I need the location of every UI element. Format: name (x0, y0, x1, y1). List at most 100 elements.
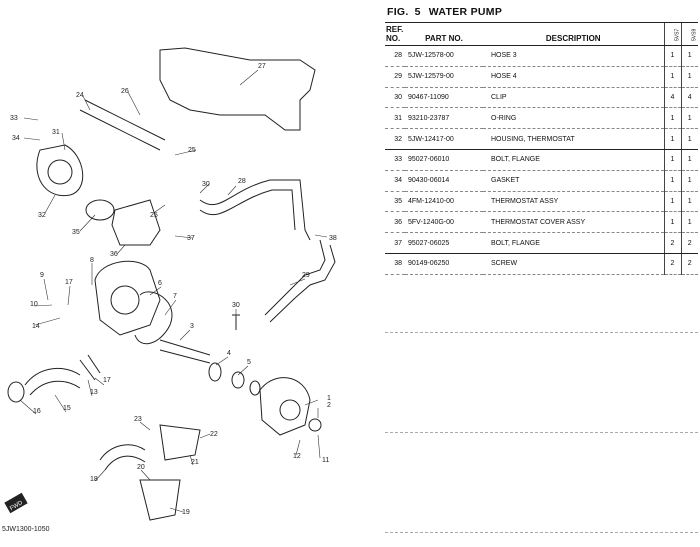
callout-2: 2 (327, 402, 331, 409)
row-part-no: 95027-06010 (405, 149, 483, 171)
part-15-hose (24, 367, 81, 396)
row-part-no: 90430-06014 (405, 170, 483, 192)
part-29-hose (264, 239, 336, 323)
callout-30a: 30 (202, 181, 210, 188)
callout-24: 24 (76, 92, 84, 99)
callout-labels: 1 2 3 4 5 6 7 8 9 10 11 12 13 14 15 16 1… (10, 63, 337, 516)
callout-4: 4 (227, 350, 231, 357)
row-part-no: 93210-23787 (405, 107, 483, 130)
row-description: BOLT, FLANGE (483, 149, 664, 171)
callout-18: 18 (90, 476, 98, 483)
part-6-pump-body (94, 260, 161, 336)
row-ref: 29 (385, 66, 405, 88)
callout-33: 33 (10, 115, 18, 122)
callout-38: 38 (329, 235, 337, 242)
callout-5: 5 (247, 359, 251, 366)
row-ref: 34 (385, 170, 405, 192)
row-description: CLIP (483, 87, 664, 109)
row-ref: 37 (385, 232, 405, 254)
row-part-no: 90149-06250 (405, 253, 483, 275)
row-qty-1: 1 (663, 128, 681, 150)
header-description: DESCRIPTION (483, 22, 664, 46)
callout-28: 28 (238, 178, 246, 185)
row-qty-1: 2 (663, 232, 681, 254)
callout-7: 7 (173, 293, 177, 300)
callout-25b: 25 (150, 212, 158, 219)
callout-32: 32 (38, 212, 46, 219)
part-32-thermostat-housing (36, 144, 84, 197)
callout-17b: 17 (103, 377, 111, 384)
blank-row-separator (385, 532, 698, 533)
row-qty-2: 1 (680, 149, 698, 171)
blank-row-separator (385, 332, 698, 333)
row-ref: 35 (385, 191, 405, 213)
row-qty-1: 1 (663, 191, 681, 213)
callout-12: 12 (293, 453, 301, 460)
callout-37: 37 (187, 235, 195, 242)
callout-17a: 17 (65, 279, 73, 286)
row-part-no: 5JW-12579-00 (405, 66, 483, 88)
part-13-pipe (79, 354, 101, 381)
callout-13: 13 (90, 389, 98, 396)
row-qty-2: 2 (680, 232, 698, 254)
diagram-code: 5JW1300-1050 (2, 526, 50, 533)
part-19-elbow (139, 479, 181, 521)
row-qty-1: 1 (663, 45, 681, 67)
part-7-gasket (134, 291, 173, 345)
parts-exploded-diagram: FWD 1 2 3 4 5 6 7 8 9 10 11 12 13 14 15 … (2, 47, 337, 533)
row-description: O-RING (483, 107, 664, 130)
row-qty-2: 2 (680, 253, 698, 275)
part-24-pipe (79, 99, 166, 151)
callout-35: 35 (72, 229, 80, 236)
callout-31: 31 (52, 129, 60, 136)
row-description: THERMOSTAT ASSY (483, 191, 664, 213)
table-header-row: REF. NO. PART NO. DESCRIPTION 5VS7 5VS9 (385, 22, 698, 46)
row-qty-1: 1 (663, 149, 681, 171)
callout-26: 26 (121, 88, 129, 95)
callout-19: 19 (182, 509, 190, 516)
callout-22: 22 (210, 431, 218, 438)
part-1-housing (259, 377, 311, 436)
row-ref: 32 (385, 128, 405, 150)
callout-34: 34 (12, 135, 20, 142)
row-qty-2: 1 (680, 191, 698, 213)
callout-8: 8 (90, 257, 94, 264)
header-part-no: PART NO. (405, 22, 483, 46)
row-description: GASKET (483, 170, 664, 192)
callout-29: 29 (302, 272, 310, 279)
row-description: THERMOSTAT COVER ASSY (483, 211, 664, 234)
part-28-hose (199, 179, 311, 241)
callout-6: 6 (158, 280, 162, 287)
callout-1: 1 (327, 395, 331, 402)
row-qty-2: 1 (680, 107, 698, 130)
row-part-no: 4FM-12410-00 (405, 191, 483, 213)
row-qty-1: 1 (663, 211, 681, 234)
diagram-svg: FWD 1 2 3 4 5 6 7 8 9 10 11 12 13 14 15 … (4, 47, 337, 521)
row-part-no: 5JW-12578-00 (405, 45, 483, 67)
row-part-no: 5FV-1240G-00 (405, 211, 483, 234)
callout-23: 23 (134, 416, 142, 423)
callout-27: 27 (258, 63, 266, 70)
row-description: BOLT, FLANGE (483, 232, 664, 254)
row-description: HOUSING, THERMOSTAT (483, 128, 664, 150)
row-part-no: 5JW-12417-00 (405, 128, 483, 150)
row-qty-2: 1 (680, 66, 698, 88)
header-ref: REF. NO. (385, 22, 405, 46)
row-ref: 38 (385, 253, 405, 275)
row-qty-1: 1 (663, 107, 681, 130)
part-27-cover (159, 47, 316, 131)
callout-30b: 30 (232, 302, 240, 309)
row-qty-2: 4 (680, 87, 698, 109)
callout-36: 36 (110, 251, 118, 258)
row-description: HOSE 4 (483, 66, 664, 88)
